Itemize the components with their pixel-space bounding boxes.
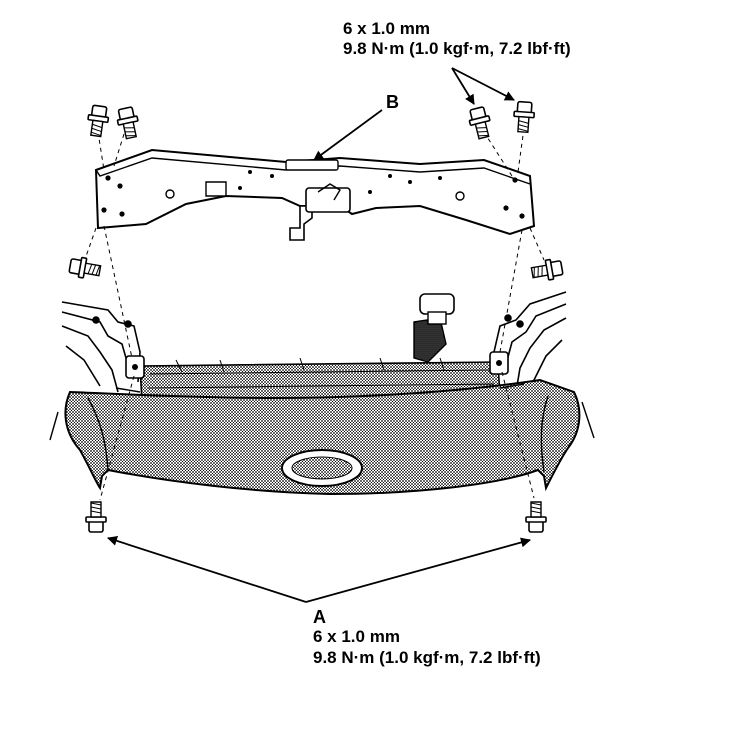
bolt-a-torque-label: 9.8 N·m (1.0 kgf·m, 7.2 lbf·ft) bbox=[313, 648, 541, 667]
top-bolt-torque-label: 9.8 N·m (1.0 kgf·m, 7.2 lbf·ft) bbox=[343, 39, 571, 58]
radiator-cap bbox=[413, 293, 455, 363]
bolt-icon bbox=[513, 100, 535, 134]
bumper-cover bbox=[49, 378, 595, 496]
callout-b-label: B bbox=[386, 92, 399, 112]
bolt-icon bbox=[116, 106, 139, 140]
bolt-icon bbox=[525, 501, 547, 533]
top-bolt-size-label: 6 x 1.0 mm bbox=[343, 19, 430, 38]
bolt-icon bbox=[68, 256, 102, 279]
bolt-icon bbox=[85, 501, 107, 533]
bolt-icon bbox=[468, 106, 491, 140]
upper-support-b bbox=[94, 148, 536, 241]
bolt-a-size-label: 6 x 1.0 mm bbox=[313, 627, 400, 646]
right-side-frame bbox=[493, 291, 567, 393]
arrow-icon bbox=[107, 67, 531, 603]
radiator bbox=[125, 351, 509, 403]
bolt-icon bbox=[530, 258, 564, 281]
callout-a-label: A bbox=[313, 607, 326, 627]
guide-lines bbox=[83, 127, 545, 501]
bolt-icon bbox=[87, 104, 110, 138]
